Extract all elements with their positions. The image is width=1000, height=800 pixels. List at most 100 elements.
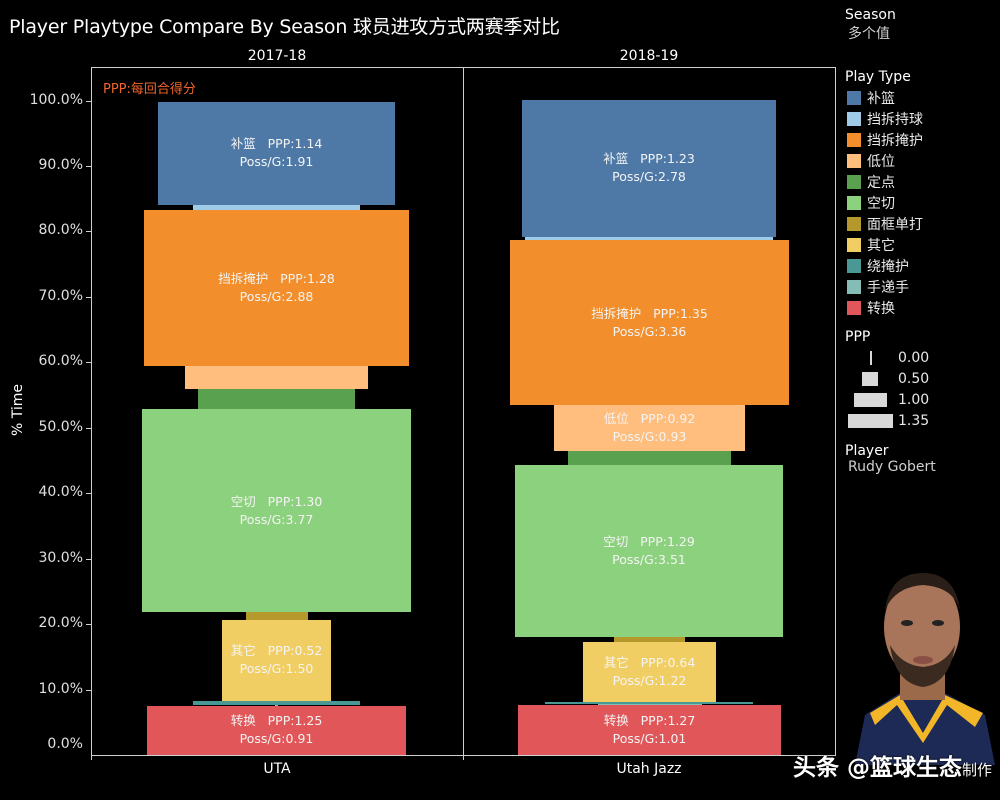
legend-player-value[interactable]: Rudy Gobert [848, 459, 936, 475]
plot-right-border [835, 67, 836, 755]
bar-2017-pnr-roll[interactable]: 挡拆掩护 PPP:1.28 Poss/G:2.88 [144, 210, 409, 366]
y-tick-label: 40.0% [38, 484, 83, 500]
bar-label-name: 补篮 [230, 136, 256, 151]
bar-label-name: 空切 [603, 534, 629, 549]
player-photo [845, 565, 1000, 765]
x-label-utah-jazz: Utah Jazz [616, 761, 682, 777]
y-tick-label: 10.0% [38, 681, 83, 697]
bar-2018-post-up[interactable]: 低位 PPP:0.92 Poss/G:0.93 [554, 405, 745, 451]
bar-label-ppp: PPP:0.64 [640, 655, 696, 670]
bar-label-poss: Poss/G:2.78 [612, 169, 686, 184]
bar-2017-pnr-handler[interactable] [193, 205, 360, 210]
size-bar-icon [862, 372, 878, 386]
y-tick-label: 90.0% [38, 157, 83, 173]
legend-player-title: Player [845, 443, 889, 459]
bar-label-poss: Poss/G:1.50 [239, 661, 314, 676]
bar-2017-cut[interactable]: 空切 PPP:1.30 Poss/G:3.77 [142, 409, 411, 612]
bar-label-name: 空切 [230, 494, 256, 509]
swatch-icon [847, 175, 861, 189]
bar-label-ppp: PPP:1.29 [640, 534, 695, 549]
bar-2018-putback[interactable]: 补篮 PPP:1.23 Poss/G:2.78 [522, 100, 776, 237]
bar-label-name: 补篮 [603, 151, 629, 166]
bar-label-poss: Poss/G:0.91 [239, 731, 314, 746]
bar-2018-isolation[interactable] [614, 637, 685, 642]
legend-season: Season 多个值 [845, 7, 896, 43]
y-tick-label: 20.0% [38, 615, 83, 631]
bar-2018-off-screen[interactable] [545, 702, 753, 704]
bar-label-name: 转换 [230, 713, 256, 728]
y-tick-label: 70.0% [38, 288, 83, 304]
bar-2017-isolation[interactable] [246, 612, 308, 620]
size-bar-icon [854, 393, 887, 407]
swatch-icon [847, 280, 861, 294]
bar-label-poss: Poss/G:1.22 [612, 673, 687, 688]
bar-2017-spot-up[interactable] [198, 389, 355, 409]
y-tick [86, 624, 91, 625]
bar-2018-misc[interactable]: 其它 PPP:0.64 Poss/G:1.22 [583, 642, 716, 702]
size-bar-icon [870, 351, 872, 365]
y-tick-label: 100.0% [29, 92, 83, 108]
bar-2018-pnr-roll[interactable]: 挡拆掩护 PPP:1.35 Poss/G:3.36 [510, 240, 789, 405]
bar-label-ppp: PPP:1.27 [640, 713, 696, 728]
ppp-note: PPP:每回合得分 [103, 82, 196, 97]
bar-label-poss: Poss/G:1.91 [239, 154, 314, 169]
bar-label-name: 低位 [603, 411, 629, 426]
bar-label-ppp: PPP:1.30 [267, 494, 323, 509]
bar-2018-pnr-handler[interactable] [525, 237, 773, 240]
bar-label-ppp: PPP:1.35 [653, 306, 708, 321]
x-tick [91, 755, 92, 760]
swatch-icon [847, 112, 861, 126]
y-tick-label: 60.0% [38, 353, 83, 369]
chart-title: Player Playtype Compare By Season 球员进攻方式… [9, 16, 560, 38]
bar-2018-transition[interactable]: 转换 PPP:1.27 Poss/G:1.01 [518, 705, 781, 755]
bar-label-ppp: PPP:1.23 [640, 151, 695, 166]
bar-2017-post-up[interactable] [185, 366, 368, 389]
watermark: 头条 @篮球生态制作 [793, 755, 993, 781]
player-portrait-icon [855, 573, 995, 765]
y-tick-label: 0.0% [47, 736, 83, 752]
y-tick [86, 297, 91, 298]
bar-label-poss: Poss/G:0.93 [612, 429, 687, 444]
swatch-icon [847, 154, 861, 168]
bar-label-ppp: PPP:0.52 [267, 643, 323, 658]
y-tick [86, 166, 91, 167]
y-tick-label: 50.0% [38, 419, 83, 435]
swatch-icon [847, 238, 861, 252]
bar-label-name: 挡拆掩护 [218, 271, 269, 286]
x-tick [463, 755, 464, 760]
swatch-icon [847, 259, 861, 273]
swatch-icon [847, 196, 861, 210]
bar-2018-spot-up[interactable] [568, 451, 731, 465]
bar-label-name: 挡拆掩护 [591, 306, 642, 321]
y-tick-label: 80.0% [38, 222, 83, 238]
bar-label-poss: Poss/G:3.77 [239, 512, 314, 527]
bar-2018-hand-off[interactable] [598, 704, 702, 705]
column-header-2017-18: 2017-18 [247, 48, 307, 64]
bar-2017-off-screen[interactable] [193, 701, 360, 705]
y-tick [86, 493, 91, 494]
bar-label-ppp: PPP:0.92 [640, 411, 696, 426]
panel-divider [463, 67, 464, 758]
bar-label-ppp: PPP:1.25 [267, 713, 323, 728]
bar-2018-cut[interactable]: 空切 PPP:1.29 Poss/G:3.51 [515, 465, 783, 637]
swatch-icon [847, 133, 861, 147]
legend-ppp-title: PPP [845, 329, 871, 345]
swatch-icon [847, 301, 861, 315]
bar-2017-hand-off[interactable] [275, 705, 278, 706]
y-tick [86, 231, 91, 232]
bar-2017-putback[interactable]: 补篮 PPP:1.14 Poss/G:1.91 [158, 102, 395, 205]
legend-season-value[interactable]: 多个值 [848, 26, 890, 42]
bar-2017-misc[interactable]: 其它 PPP:0.52 Poss/G:1.50 [222, 620, 331, 701]
y-tick [86, 428, 91, 429]
bar-label-name: 转换 [603, 713, 629, 728]
bar-label-name: 其它 [603, 655, 629, 670]
swatch-icon [847, 217, 861, 231]
bar-2017-transition[interactable]: 转换 PPP:1.25 Poss/G:0.91 [147, 706, 406, 755]
bar-label-poss: Poss/G:3.36 [612, 324, 687, 339]
bar-label-poss: Poss/G:1.01 [612, 731, 687, 746]
legend-season-title: Season [845, 7, 896, 23]
x-label-uta: UTA [263, 761, 291, 777]
legend-play-type-title: Play Type [845, 69, 911, 85]
legend-player: Player Rudy Gobert [845, 443, 936, 475]
y-tick [86, 690, 91, 691]
